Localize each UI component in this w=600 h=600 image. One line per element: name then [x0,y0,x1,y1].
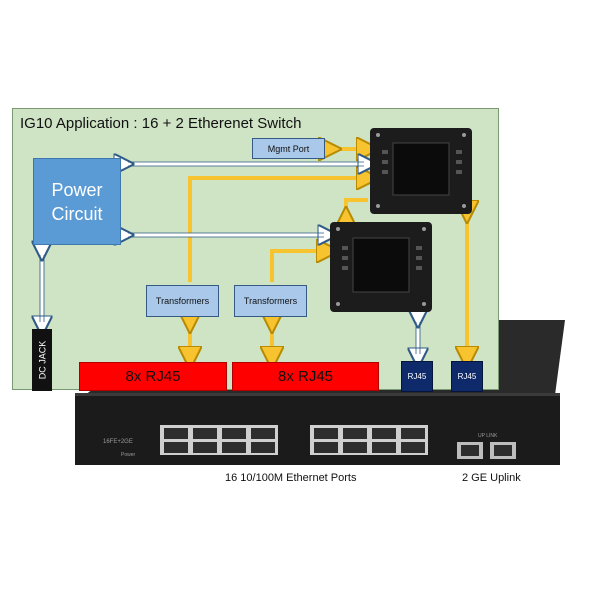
port-bank-left [160,425,278,455]
rj45-single-1: RJ45 [401,361,433,392]
uplink-caption: 2 GE Uplink [462,472,521,484]
power-circuit-block: Power Circuit [33,158,121,245]
yellow-arrows [190,149,467,358]
power-arrows [42,164,418,358]
dc-jack-label: DC JACK [37,340,48,380]
switch-chip-board-lower [330,222,432,312]
device-power-label: Power [121,452,136,458]
ethernet-ports-caption: 16 10/100M Ethernet Ports [225,472,357,484]
rj45-single-2: RJ45 [451,361,483,392]
rj45-group-2: 8x RJ45 [232,362,379,391]
rj45-group-1: 8x RJ45 [79,362,227,391]
dc-jack-block: DC JACK [32,329,52,391]
mgmt-port-block: Mgmt Port [252,138,325,159]
transformer-block-1: Transformers [146,285,219,317]
diagram-title: IG10 Application : 16 + 2 Etherenet Swit… [20,115,302,132]
device-front-label: 16FE+2GE [103,439,133,445]
port-bank-right [310,425,428,455]
power-label-line1: Power [51,179,103,200]
uplink-ports [457,442,516,459]
switch-chip-board-upper [370,128,472,214]
power-label-line2: Circuit [51,203,103,224]
device-uplink-label: UP LINK [478,433,498,439]
transformer-block-2: Transformers [234,285,307,317]
